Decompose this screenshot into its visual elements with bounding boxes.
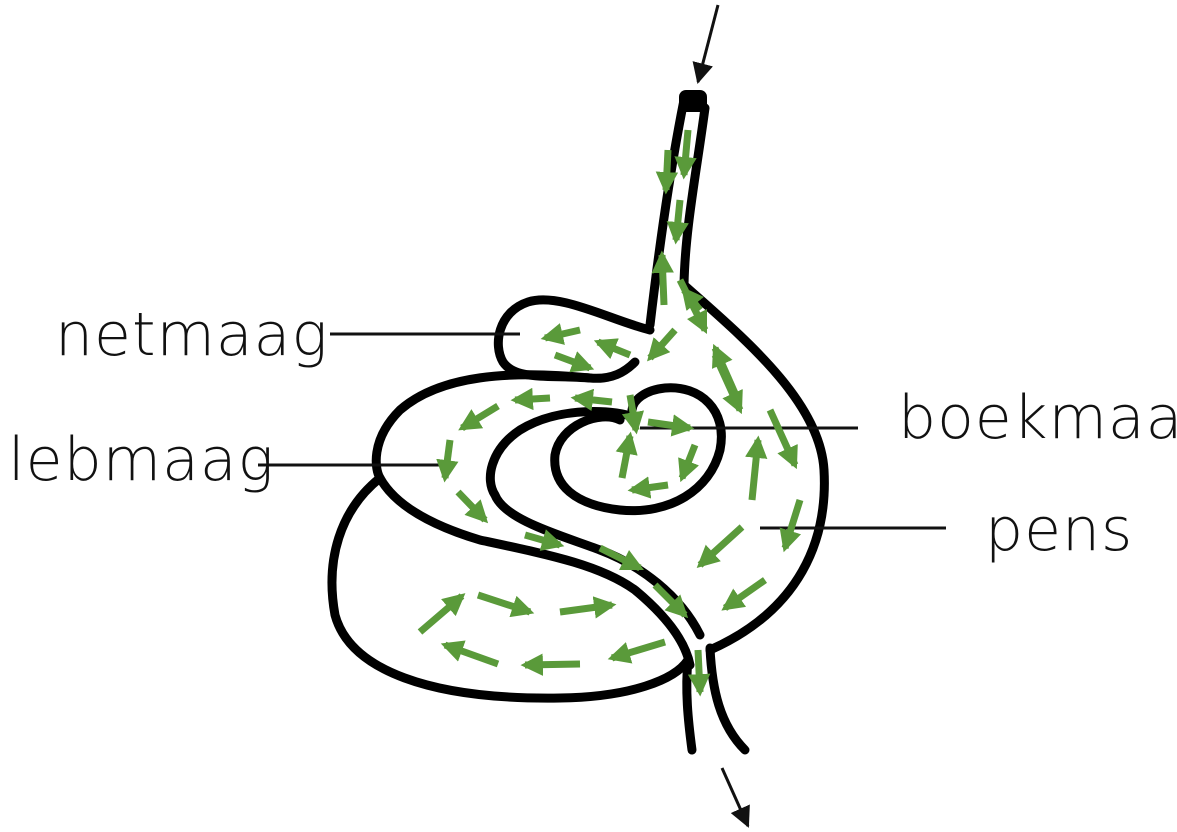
flow-arrow (612, 642, 665, 658)
food-out-arrow (722, 768, 748, 826)
flow-arrow (715, 348, 738, 400)
flow-arrow (545, 330, 580, 338)
flow-arrow (662, 255, 664, 305)
netmaag-outline (498, 300, 650, 378)
flow-arrow (752, 440, 758, 500)
flow-arrow (684, 130, 688, 175)
flow-arrow (462, 406, 498, 428)
flow-arrow (560, 605, 612, 612)
flow-arrow (458, 492, 485, 520)
flow-arrow (785, 500, 800, 548)
flow-arrow (700, 527, 742, 565)
label-boekmaag: boekmaag (898, 388, 1177, 448)
flow-arrow (478, 595, 530, 612)
flow-arrow (420, 596, 462, 632)
label-netmaag: netmaag (55, 305, 328, 365)
flow-arrow (445, 645, 498, 664)
flow-arrow (445, 440, 450, 478)
flow-arrow (770, 410, 795, 465)
food-in-arrow (698, 5, 718, 82)
flow-arrow (682, 445, 695, 478)
flow-arrow (698, 650, 700, 692)
label-pens: pens (985, 500, 1133, 560)
flow-arrow (555, 355, 590, 368)
flow-arrow (632, 485, 668, 490)
flow-arrow (666, 150, 668, 190)
flow-arrow (575, 398, 612, 402)
flow-arrow (676, 200, 680, 240)
flow-arrow (525, 664, 580, 665)
flow-arrow (650, 330, 675, 358)
flow-arrow (598, 342, 630, 355)
flow-arrow (600, 548, 640, 568)
flow-arrow (515, 398, 550, 400)
flow-arrow (725, 580, 765, 608)
esophagus-tip (679, 90, 707, 112)
flow-arrow (622, 436, 630, 478)
label-lebmaag: lebmaag (8, 430, 275, 490)
